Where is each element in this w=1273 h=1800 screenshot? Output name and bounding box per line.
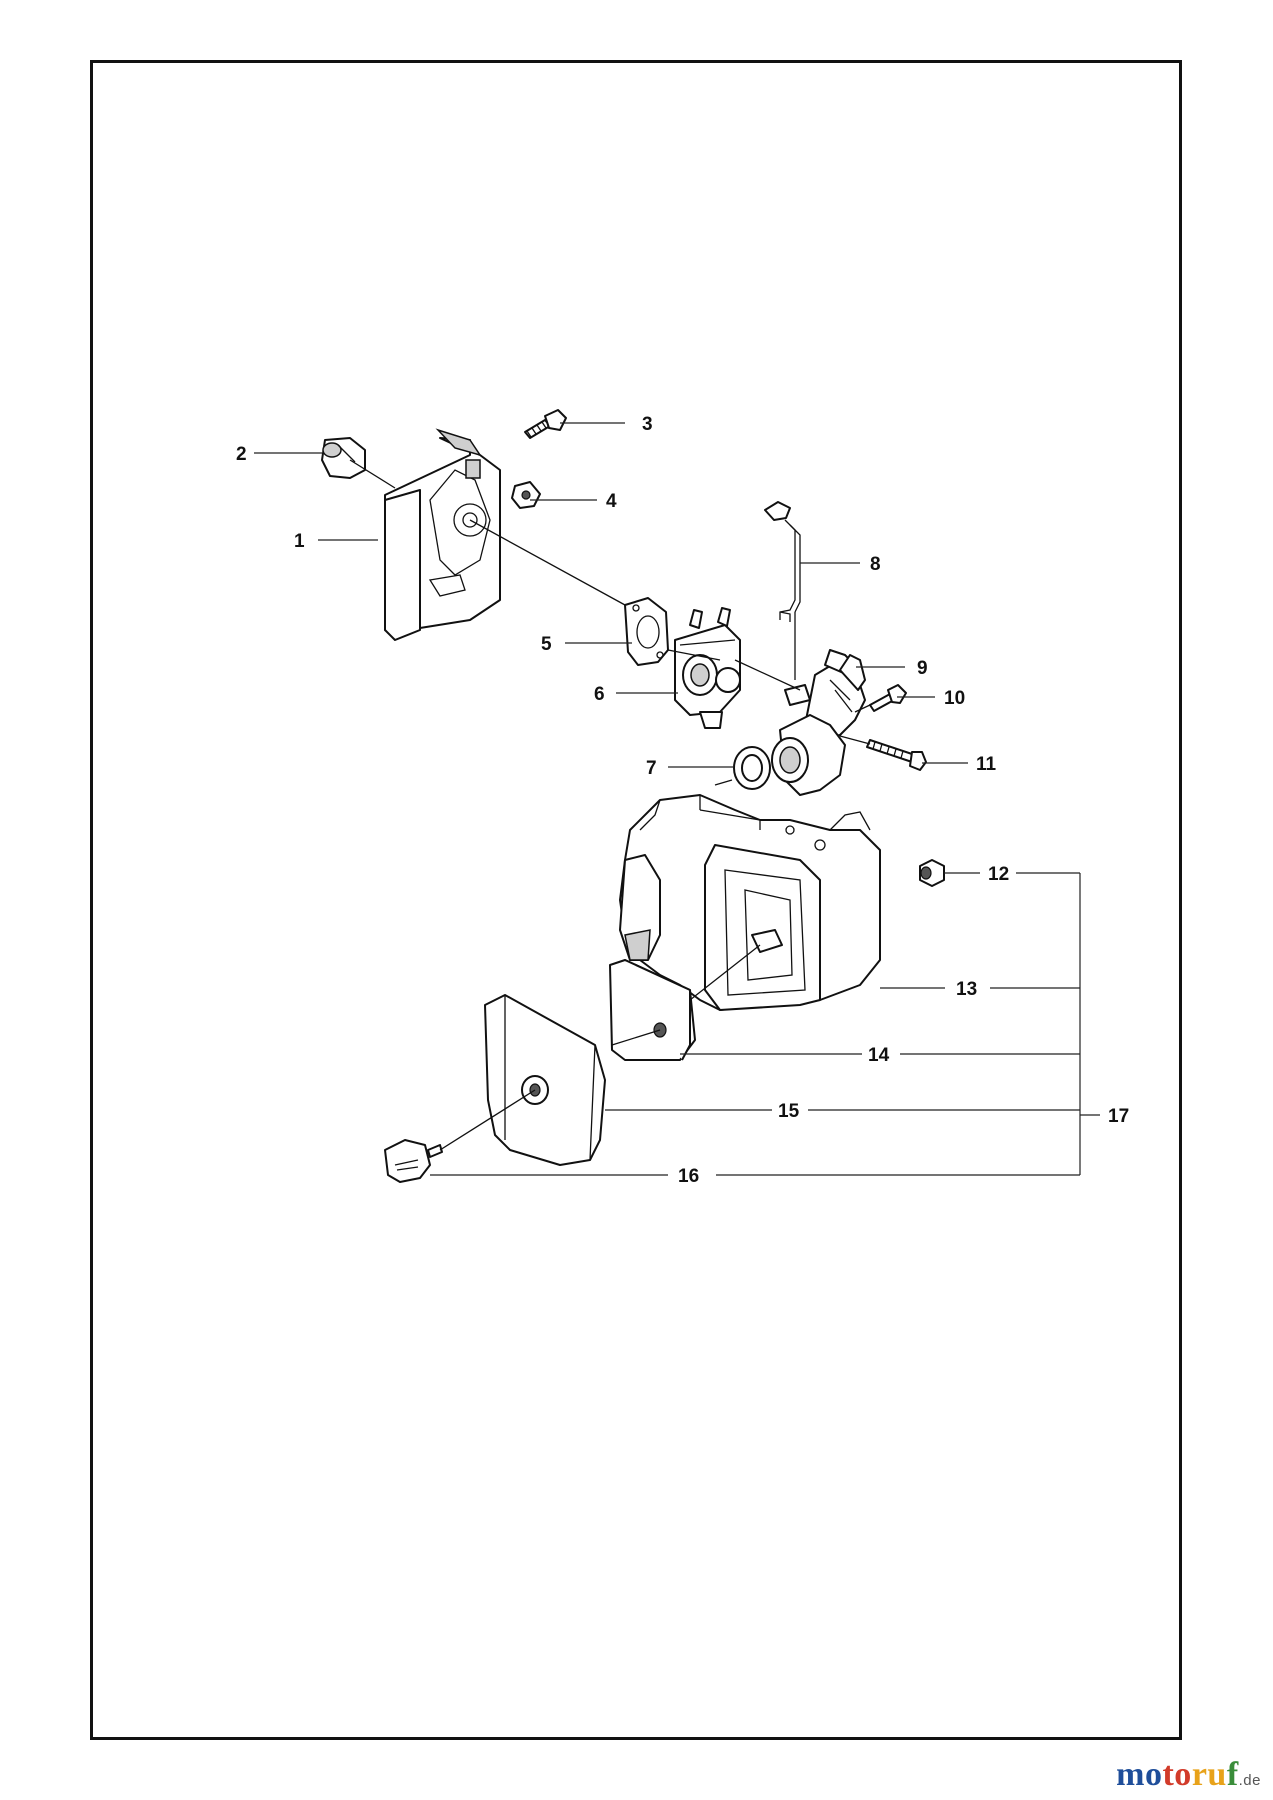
part-1-housing-plate bbox=[384, 428, 501, 641]
callout-9: 9 bbox=[917, 658, 928, 679]
callout-7: 7 bbox=[646, 758, 657, 779]
part-7-seal-ring bbox=[733, 746, 771, 790]
callout-5: 5 bbox=[541, 634, 552, 655]
part-3-screw bbox=[524, 409, 567, 439]
callout-15: 15 bbox=[778, 1101, 800, 1122]
part-5-gasket bbox=[624, 597, 669, 666]
part-9-intake-elbow bbox=[771, 649, 866, 796]
callout-12: 12 bbox=[988, 864, 1009, 885]
callout-2: 2 bbox=[236, 444, 247, 465]
callout-17: 17 bbox=[1108, 1106, 1129, 1127]
callout-8: 8 bbox=[870, 554, 881, 575]
part-11-long-bolt bbox=[866, 739, 927, 771]
callout-13: 13 bbox=[956, 979, 977, 1000]
callout-16: 16 bbox=[678, 1166, 699, 1187]
callout-3: 3 bbox=[642, 414, 653, 435]
part-12-nut bbox=[919, 859, 945, 887]
callout-labels: 2 3 4 1 8 5 9 6 10 7 11 12 13 14 15 17 1… bbox=[236, 414, 1129, 1187]
callout-11: 11 bbox=[976, 754, 997, 775]
part-16-knob-screw bbox=[384, 1139, 443, 1183]
part-8-throttle-rod bbox=[764, 501, 801, 622]
part-2-sleeve bbox=[321, 437, 366, 479]
callout-10: 10 bbox=[944, 688, 965, 709]
part-15-filter-cover bbox=[484, 994, 606, 1166]
callout-1: 1 bbox=[294, 531, 305, 552]
part-10-screw bbox=[869, 684, 907, 712]
leader-lines bbox=[254, 422, 1100, 1176]
callout-14: 14 bbox=[868, 1045, 890, 1066]
diagram-frame bbox=[90, 60, 1182, 1740]
callout-6: 6 bbox=[594, 684, 605, 705]
part-14-filter-element bbox=[609, 959, 696, 1061]
part-4-nut bbox=[511, 481, 541, 509]
callout-4: 4 bbox=[606, 491, 617, 512]
part-13-filter-housing bbox=[619, 794, 881, 1011]
part-6-carburetor bbox=[674, 607, 741, 729]
assembly-axis-lines bbox=[349, 459, 871, 1151]
motoruf-watermark-logo: motoruf.de bbox=[1116, 1756, 1261, 1793]
